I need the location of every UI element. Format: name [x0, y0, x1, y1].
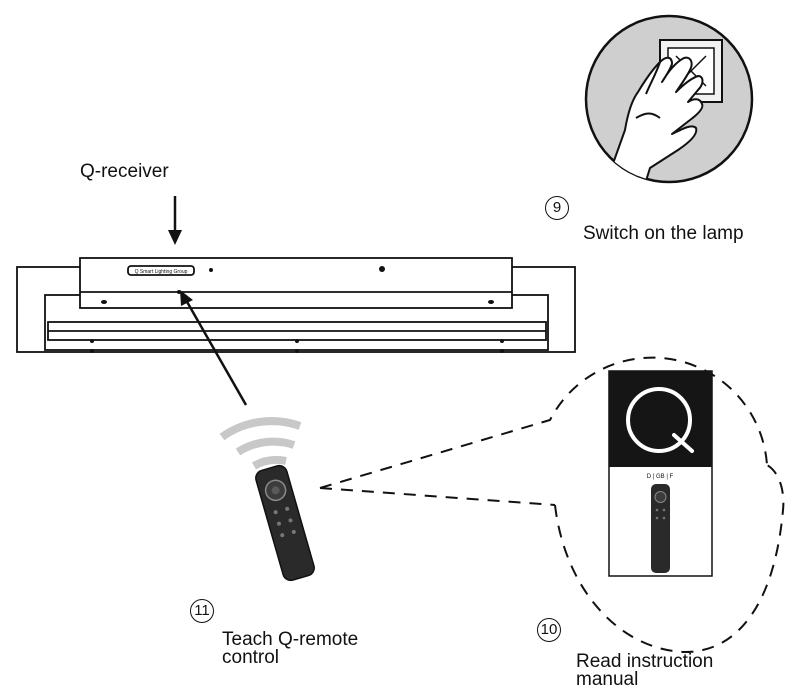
step-11-badge: 11	[190, 599, 214, 623]
receiver-arrow-icon	[168, 196, 182, 245]
switch-on-label: Switch on the lamp	[583, 223, 744, 244]
teach-label-line2: control	[222, 647, 280, 668]
remote-control-icon	[255, 464, 315, 582]
lamp-screws	[90, 266, 504, 353]
lamp-brand-plate	[127, 265, 195, 276]
step-9-badge: 9	[545, 196, 569, 220]
lamp-brand-text: Q Smart Lighting Group	[135, 269, 188, 275]
teach-arrow-icon	[180, 290, 248, 406]
instruction-manual	[608, 370, 713, 577]
switch-illustration	[584, 14, 754, 184]
wifi-signal-icon	[219, 417, 302, 470]
teach-label-line1: Teach Q-remote	[222, 629, 359, 650]
manual-remote-icon	[651, 484, 670, 573]
q-logo-icon	[626, 387, 694, 453]
receiver-label: Q-receiver	[80, 161, 169, 182]
lamp-fixture	[16, 257, 576, 353]
read-label-line2: manual	[576, 669, 639, 690]
read-label-line1: Read instruction	[576, 651, 714, 672]
manual-languages: D | GB | F	[647, 474, 674, 480]
callout-lines	[319, 356, 785, 654]
hand-icon	[599, 56, 704, 182]
step-10-badge: 10	[537, 618, 561, 642]
